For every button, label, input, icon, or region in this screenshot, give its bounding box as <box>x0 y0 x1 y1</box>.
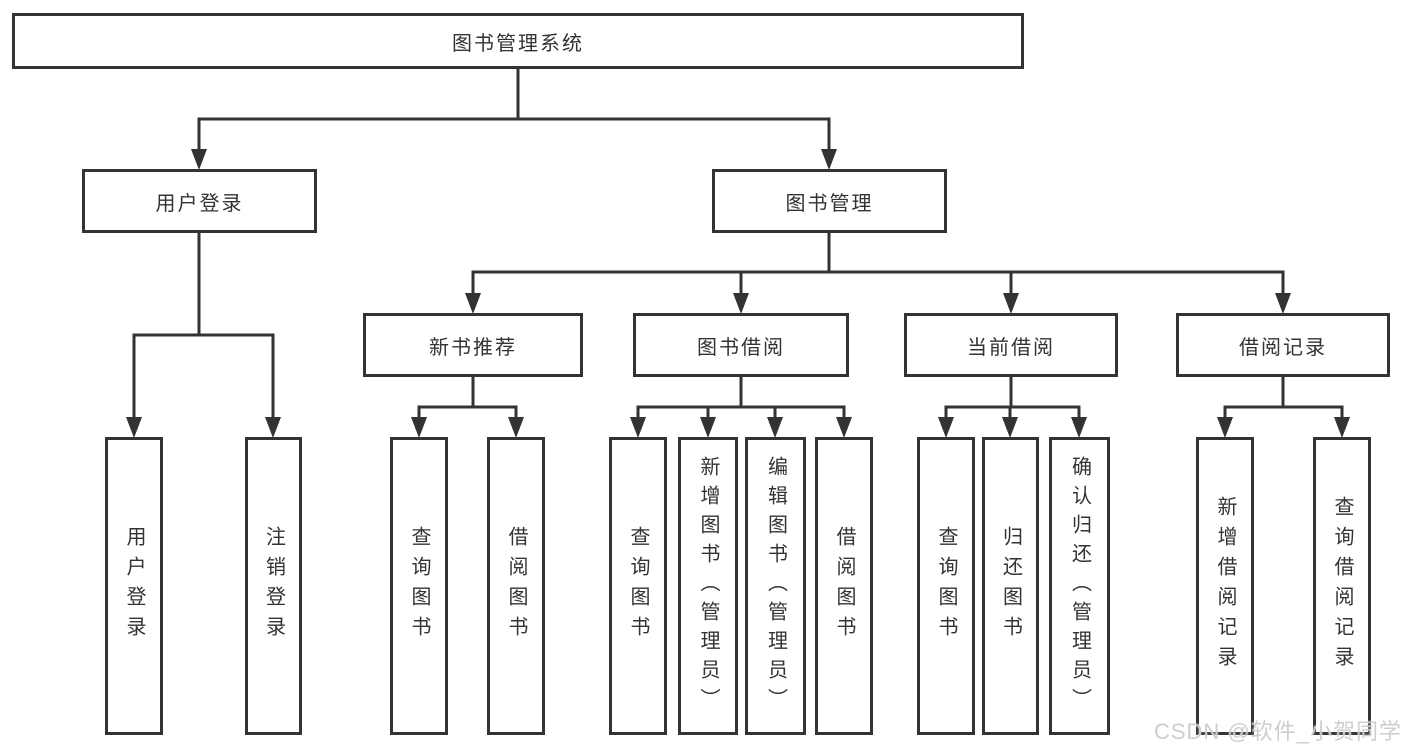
leaf-return-book-label: 归还图书 <box>999 526 1022 646</box>
leaf-add-book-admin: 新增图书（管理员） <box>678 437 738 735</box>
node-book-borrow: 图书借阅 <box>633 313 849 377</box>
node-book-management-branch-label: 图书管理 <box>785 192 874 215</box>
leaf-logout: 注销登录 <box>245 437 302 735</box>
arrowheads <box>126 149 1350 438</box>
leaf-recommend-query-book: 查询图书 <box>390 437 448 735</box>
leaf-borrow-book-label: 借阅图书 <box>833 526 855 646</box>
leaf-borrow-query-book: 查询图书 <box>609 437 667 735</box>
node-user-login-branch-label: 用户登录 <box>155 192 244 215</box>
node-current-borrow: 当前借阅 <box>904 313 1118 377</box>
leaf-add-book-admin-label: 新增图书（管理员） <box>697 455 719 717</box>
leaf-borrow-query-book-label: 查询图书 <box>627 526 649 646</box>
leaf-current-query-book-label: 查询图书 <box>935 526 957 646</box>
node-new-book-recommend: 新书推荐 <box>363 313 583 377</box>
leaf-current-query-book: 查询图书 <box>917 437 975 735</box>
leaf-recommend-borrow-book: 借阅图书 <box>487 437 545 735</box>
leaf-borrow-book: 借阅图书 <box>815 437 873 735</box>
leaf-recommend-query-book-label: 查询图书 <box>408 526 430 646</box>
leaf-user-login-label: 用户登录 <box>123 526 145 646</box>
leaf-add-borrow-record: 新增借阅记录 <box>1196 437 1254 735</box>
leaf-confirm-return-admin-label: 确认归还（管理员） <box>1068 455 1091 717</box>
node-user-login-branch: 用户登录 <box>82 169 317 233</box>
node-current-borrow-label: 当前借阅 <box>967 336 1055 359</box>
node-borrow-record-label: 借阅记录 <box>1239 336 1327 359</box>
node-borrow-record: 借阅记录 <box>1176 313 1390 377</box>
leaf-return-book: 归还图书 <box>982 437 1039 735</box>
leaf-confirm-return-admin: 确认归还（管理员） <box>1049 437 1110 735</box>
leaf-recommend-borrow-book-label: 借阅图书 <box>505 526 527 646</box>
leaf-query-borrow-record: 查询借阅记录 <box>1313 437 1371 735</box>
node-book-borrow-label: 图书借阅 <box>697 336 785 359</box>
leaf-query-borrow-record-label: 查询借阅记录 <box>1331 496 1353 676</box>
node-root-system: 图书管理系统 <box>12 13 1024 69</box>
csdn-watermark: CSDN @软件_小贺同学 <box>1153 719 1402 744</box>
leaf-edit-book-admin-label: 编辑图书（管理员） <box>764 455 787 717</box>
node-new-book-recommend-label: 新书推荐 <box>429 336 517 359</box>
leaf-logout-label: 注销登录 <box>262 526 285 646</box>
leaf-user-login: 用户登录 <box>105 437 163 735</box>
node-book-management-branch: 图书管理 <box>712 169 947 233</box>
leaf-add-borrow-record-label: 新增借阅记录 <box>1214 496 1236 676</box>
leaf-edit-book-admin: 编辑图书（管理员） <box>745 437 806 735</box>
node-root-label: 图书管理系统 <box>452 32 584 55</box>
